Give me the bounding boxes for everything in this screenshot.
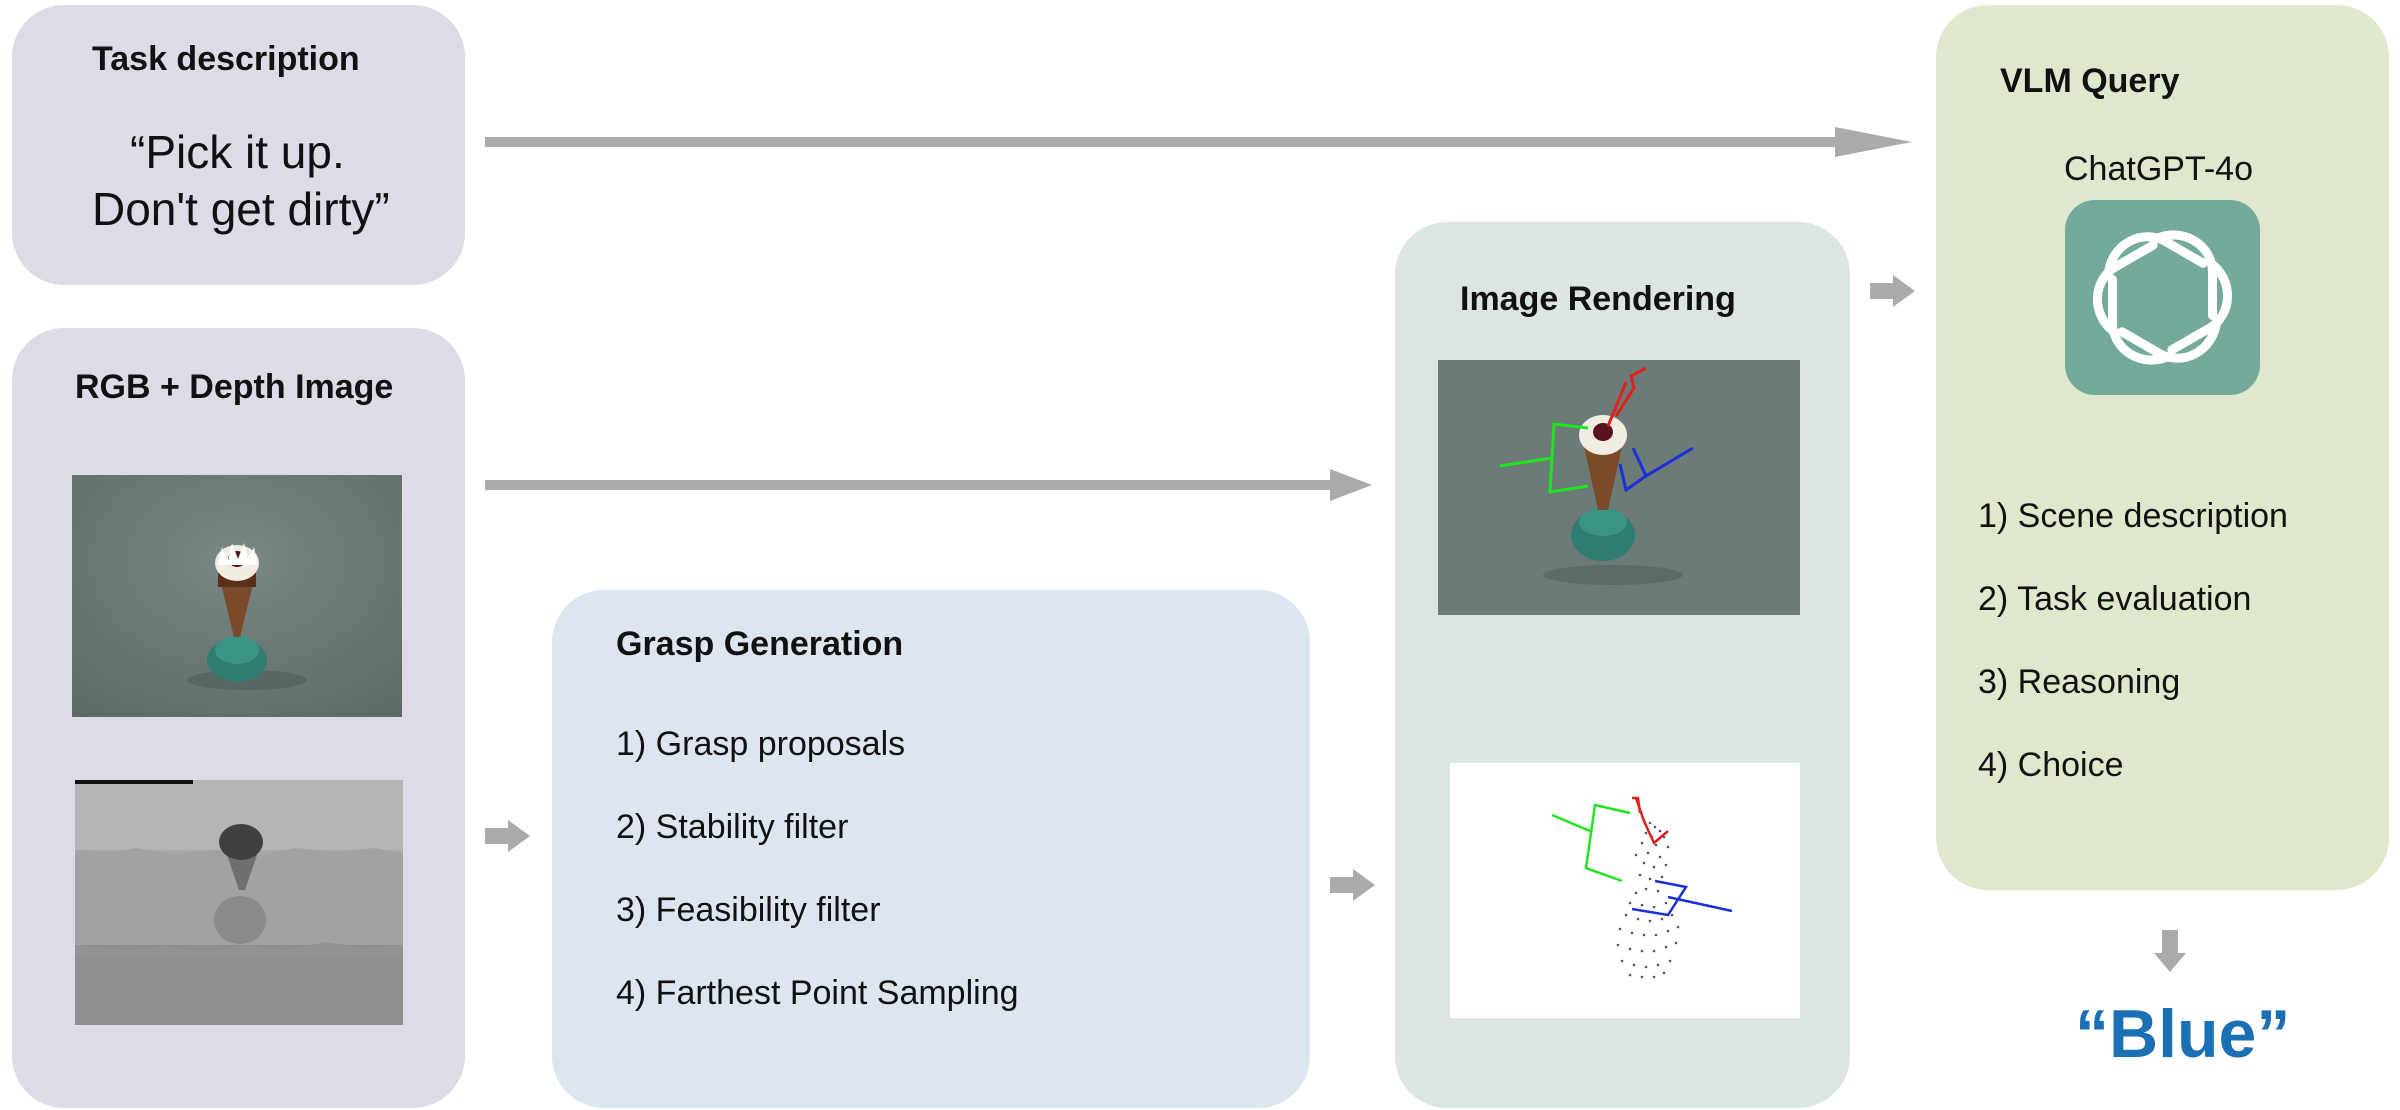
arrow-depth-to-grasp (485, 820, 530, 852)
vlm-query-panel (1936, 5, 2389, 890)
vlm-step-4: 4) Choice (1978, 746, 2124, 784)
chatgpt-logo-icon (2065, 200, 2260, 395)
arrow-task-to-vlm (485, 127, 1912, 157)
arrow-vlm-to-answer (2154, 930, 2186, 972)
vlm-step-1: 1) Scene description (1978, 497, 2288, 535)
point-cloud-image (1450, 763, 1800, 1018)
grasp-step-1: 1) Grasp proposals (616, 725, 906, 763)
vlm-step-2: 2) Task evaluation (1978, 580, 2252, 618)
vlm-answer: “Blue” (2075, 996, 2291, 1072)
arrow-rgb-to-render (485, 469, 1372, 501)
task-quote-line2: Don't get dirty” (92, 183, 390, 235)
task-description-title: Task description (92, 40, 360, 78)
arrow-render-to-vlm (1870, 275, 1915, 307)
grasp-generation-title: Grasp Generation (616, 625, 904, 663)
grasp-step-4: 4) Farthest Point Sampling (616, 974, 1019, 1012)
vlm-step-3: 3) Reasoning (1978, 663, 2181, 701)
image-rendering-title: Image Rendering (1460, 280, 1736, 318)
depth-image (75, 780, 403, 1025)
task-quote-line1: “Pick it up. (130, 126, 345, 178)
task-description-panel (12, 5, 465, 285)
grasp-step-3: 3) Feasibility filter (616, 891, 881, 929)
rgbd-title: RGB + Depth Image (75, 368, 394, 406)
rendered-grasp-image (1438, 360, 1800, 615)
grasp-step-2: 2) Stability filter (616, 808, 849, 846)
vlm-model-name: ChatGPT-4o (2064, 150, 2253, 188)
vlm-query-title: VLM Query (2000, 62, 2180, 100)
arrow-grasp-to-render (1330, 869, 1375, 901)
grasp-generation-panel (552, 590, 1310, 1108)
rgb-image (72, 475, 402, 717)
